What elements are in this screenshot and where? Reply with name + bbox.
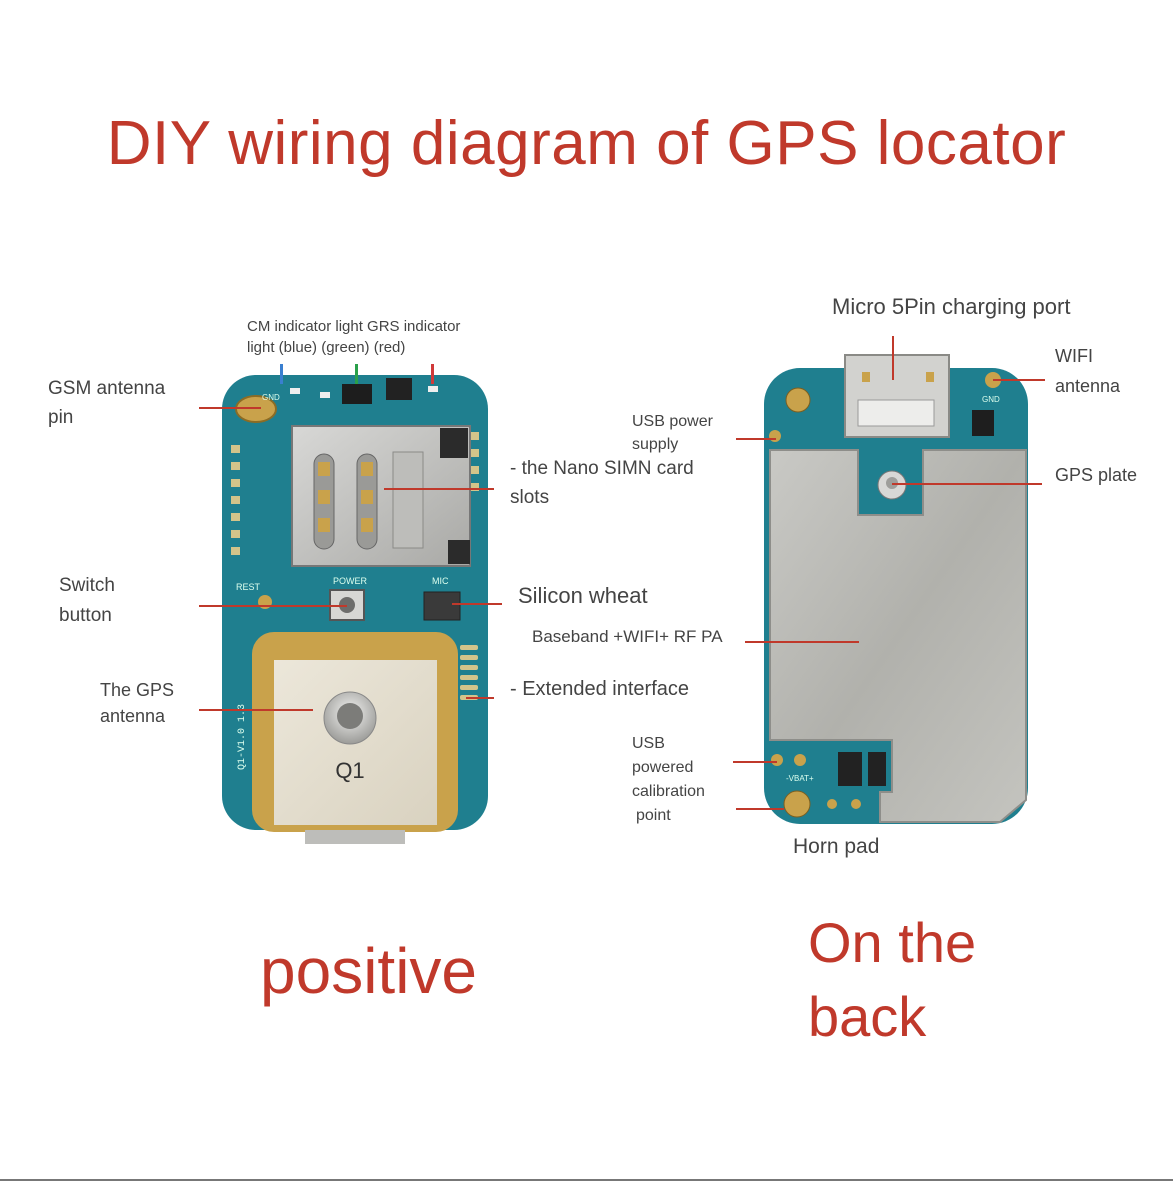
indicator-label-line1: CM indicator light GRS indicator [247,318,461,335]
gsm-antenna-label-line1: GSM antenna [48,378,166,399]
baseband-label: Baseband +WIFI+ RF PA [532,627,723,646]
gsm-antenna-leader [199,407,261,409]
micro-port-label: Micro 5Pin charging port [832,294,1071,319]
bottom-divider [0,1179,1173,1181]
top-chip [342,384,372,404]
horn-pad-label: Horn pad [793,835,880,858]
usb-cal-label-line2: powered [632,759,694,776]
gps-antenna-leader [199,709,313,711]
usb-cal-label-line1: USB [632,735,665,752]
back-board: GND -VBAT+ [764,354,1028,824]
silk-gnd: GND [262,393,280,402]
sim-label-line2: slots [510,487,550,508]
metal-shield [769,449,1027,823]
front-caption: positive [260,935,477,1007]
silk-mic: MIC [432,576,449,586]
micro-port-leader [892,336,894,380]
silk-back-gnd: GND [982,395,1000,404]
wifi-label-line2: antenna [1055,376,1121,396]
sim-label-line1: - the Nano SIMN card [510,458,694,479]
usb-supply-leader [736,438,776,440]
gps-plate-label: GPS plate [1055,465,1138,485]
usb-supply-label-line2: supply [632,436,679,453]
switch-leader [199,605,347,607]
baseband-leader [745,641,859,643]
silk-power: POWER [333,576,368,586]
extended-label: - Extended interface [510,678,689,700]
gps-antenna-label-line1: The GPS [100,680,175,700]
front-board: Q1 GND POWER MIC REST Q1-V1.0 1.3 [222,364,488,844]
indicator-red-mark [431,364,434,384]
inductor [386,378,412,400]
silk-version: Q1-V1.0 1.3 [237,704,248,770]
silicon-label: Silicon wheat [518,583,648,608]
indicator-green-mark [355,364,358,384]
usb-cal-label-line4: point [636,807,671,824]
page-title: DIY wiring diagram of GPS locator [106,109,1067,178]
extended-interface-pads [460,645,478,700]
silicon-leader [452,603,502,605]
indicator-blue-mark [280,364,283,384]
back-caption-line1: On the [808,911,977,974]
usb-supply-label-line1: USB power [632,413,713,430]
gps-plate-leader [892,483,1042,485]
gps-antenna-label-line2: antenna [100,706,166,726]
silicon-mic [423,591,461,621]
extended-leader [466,697,494,699]
q1-mark: Q1 [335,758,364,783]
wifi-leader [993,379,1045,381]
usb-connector-edge [305,830,405,844]
usb-cal-label-line3: calibration [632,783,705,800]
sim-leader [384,488,494,490]
gsm-antenna-pad [235,395,277,423]
gsm-antenna-label-line2: pin [48,407,74,428]
silk-vbat: -VBAT+ [786,774,814,783]
silk-rest: REST [236,582,261,592]
usb-power-pad [785,387,811,413]
sim-card-slot [291,425,471,567]
indicator-label-line2: light (blue) (green) (red) [247,339,406,356]
switch-label-line2: button [59,605,112,626]
usb-cal-leader-1 [733,761,777,763]
usb-cal-leader-2 [736,808,784,810]
switch-label-line1: Switch [59,575,115,596]
wifi-label-line1: WIFI [1055,346,1093,366]
horn-pad [783,790,811,818]
back-caption-line2: back [808,985,927,1048]
front-edge-pads [231,432,479,555]
